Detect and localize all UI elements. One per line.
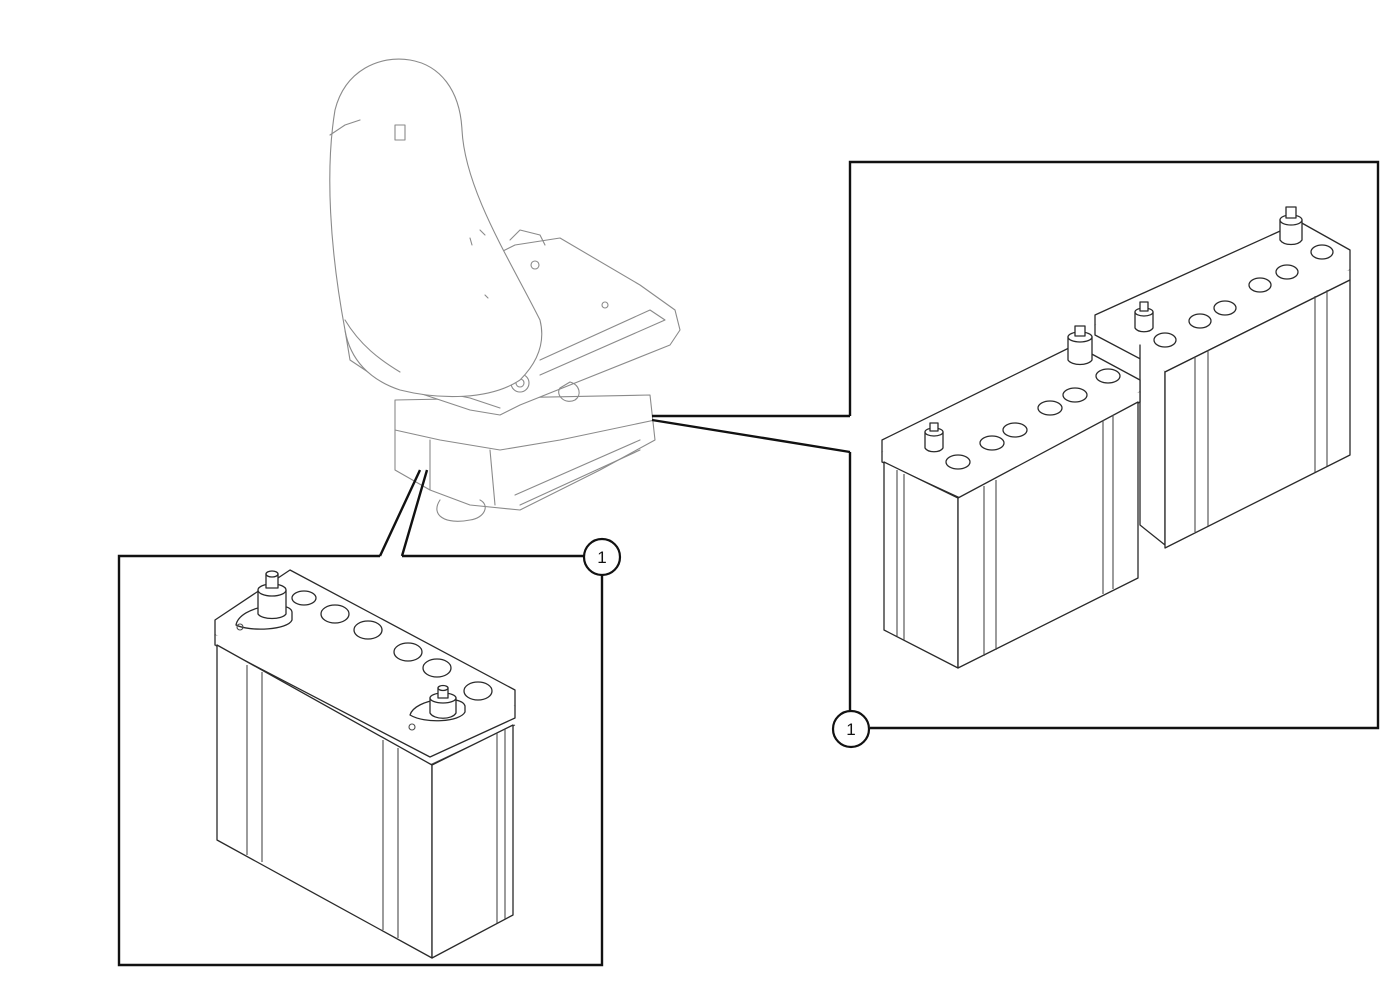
seat-backrest <box>329 58 543 398</box>
seat-base <box>394 394 656 511</box>
detail-frame-right <box>848 160 1380 730</box>
callout-number: 1 <box>846 720 855 739</box>
callout-badge: 1 <box>831 709 871 749</box>
detail-frame-left <box>117 554 604 967</box>
operator-seat-illustration <box>329 58 681 522</box>
leader-lines <box>378 414 851 557</box>
detail-frame-single-battery: 1 <box>117 537 622 967</box>
leader-to-right-detail <box>651 414 851 454</box>
callout-number: 1 <box>597 548 606 567</box>
battery-front <box>881 325 1141 669</box>
battery-single <box>214 569 516 959</box>
battery-rear <box>1094 206 1351 549</box>
leader-to-left-detail <box>378 469 429 557</box>
detail-frame-double-battery: 1 <box>831 160 1380 749</box>
callout-badge: 1 <box>582 537 622 577</box>
